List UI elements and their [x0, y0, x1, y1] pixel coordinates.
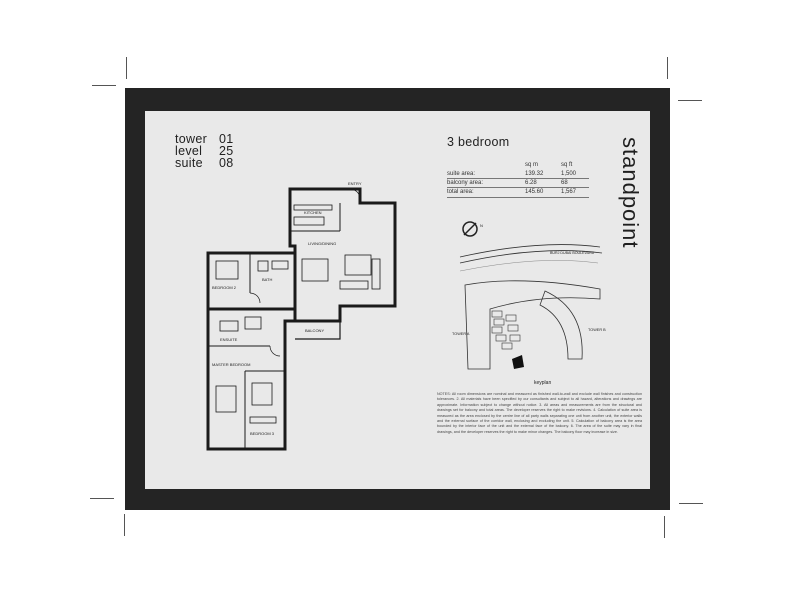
col-sqft: sq ft [561, 162, 573, 169]
area-label: suite area: [447, 170, 476, 177]
col-sqm: sq m [525, 162, 539, 169]
area-table: sq m sq ft suite area: 139.32 1,500 balc… [447, 161, 589, 198]
area-table-header: sq m sq ft [447, 161, 589, 169]
area-sqft: 68 [561, 179, 568, 186]
tower-label: tower [175, 132, 208, 146]
unit-location-marker [512, 355, 524, 369]
room-label-kitchen: KITCHEN [304, 210, 322, 215]
area-row: balcony area: 6.28 68 [447, 179, 589, 189]
room-label-bedroom3: BEDROOM 3 [250, 431, 275, 436]
tower-b-label: TOWER B [588, 328, 606, 332]
area-sqm: 145.60 [525, 189, 544, 196]
tower-value: 01 [219, 132, 234, 146]
unit-info: tower 01 level 25 suite 08 [175, 132, 234, 170]
crop-mark [90, 498, 114, 499]
area-label: balcony area: [447, 179, 484, 186]
area-sqm: 139.32 [525, 170, 544, 177]
area-sqft: 1,500 [561, 170, 577, 177]
suite-label: suite [175, 156, 203, 170]
room-label-living: LIVING/DINING [308, 241, 336, 246]
room-label-ensuite: ENSUITE [220, 337, 238, 342]
site-plan: N BURJ DUBAI BOULEVARD TOWER A TOWER B k… [452, 221, 606, 386]
crop-mark [678, 100, 702, 101]
area-label: total area: [447, 189, 474, 196]
crop-mark [664, 516, 665, 538]
floor-plan-panel: tower 01 level 25 suite 08 3 bedroom sq m s… [145, 111, 650, 489]
level-row: level 25 [175, 144, 234, 158]
room-label-master: MASTER BEDROOM [212, 362, 250, 367]
area-row: suite area: 139.32 1,500 [447, 169, 589, 179]
north-arrow-icon: N [462, 221, 483, 237]
level-label: level [175, 144, 203, 158]
suite-row: suite 08 [175, 156, 234, 170]
area-row: total area: 145.60 1,567 [447, 188, 589, 198]
tower-a-label: TOWER A [452, 332, 470, 336]
area-sqft: 1,567 [561, 189, 577, 196]
level-value: 25 [219, 144, 234, 158]
disclaimer-notes: NOTES: All room dimensions are nominal a… [437, 392, 642, 434]
north-label: N [480, 223, 483, 228]
floor-plan-drawing: ENTRY KITCHEN LIVING/DINING BEDROOM 2 BA… [206, 181, 397, 451]
room-label-entry: ENTRY [348, 181, 362, 186]
room-label-bath: BATH [262, 277, 272, 282]
boulevard-label: BURJ DUBAI BOULEVARD [550, 251, 595, 255]
area-sqm: 6.28 [525, 179, 537, 186]
suite-type-title: 3 bedroom [447, 135, 510, 149]
tower-row: tower 01 [175, 132, 234, 146]
suite-value: 08 [219, 156, 234, 170]
crop-mark [124, 514, 125, 536]
keyplan-label: keyplan [534, 380, 551, 386]
crop-mark [92, 85, 116, 86]
crop-mark [679, 503, 703, 504]
crop-mark [126, 57, 127, 79]
crop-mark [667, 57, 668, 79]
room-label-balcony: BALCONY [305, 328, 324, 333]
room-label-bedroom2: BEDROOM 2 [212, 285, 237, 290]
